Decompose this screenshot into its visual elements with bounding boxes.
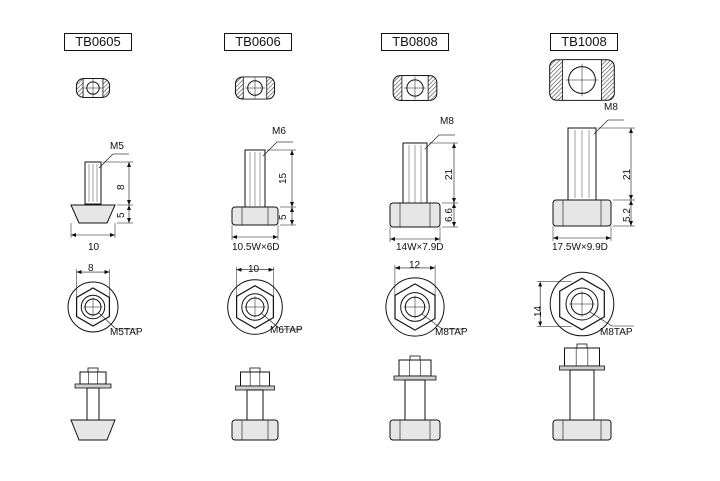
nut-dim-tb1008: 14 xyxy=(533,305,544,317)
arrow-w-l-p4 xyxy=(553,236,558,240)
assy-washer-p1 xyxy=(74,383,112,389)
thread-label-tb1008: M8 xyxy=(604,102,618,113)
arrow-w-r-p2 xyxy=(273,235,278,239)
bolt-head-p1 xyxy=(70,204,116,224)
arrow-n-l-p3 xyxy=(394,265,400,270)
assy-shaft-p2 xyxy=(246,389,264,421)
arrow-n-r-p2 xyxy=(268,267,274,272)
assy-head-p2 xyxy=(231,419,279,441)
thread-leader-p4 xyxy=(593,119,609,135)
nut-dim-tb0606: 10 xyxy=(248,264,260,275)
arrow-len-bot-p1 xyxy=(127,200,131,205)
tap-leader-p2 xyxy=(261,313,281,330)
arrow-head-bot-p4 xyxy=(629,221,633,226)
bolt-head-p4 xyxy=(552,199,612,227)
arrow-len-bot-p2 xyxy=(290,202,294,207)
arrow-head-top-p1 xyxy=(127,205,131,210)
model-label-tb0605: TB0605 xyxy=(64,33,132,51)
nut-dim-tb0605: 8 xyxy=(88,263,94,274)
width-dim-tb0605: 10 xyxy=(88,242,100,253)
arrow-n-b-p4 xyxy=(538,321,543,327)
arrow-head-bot-p3 xyxy=(452,222,456,227)
arrow-w-l-p2 xyxy=(232,235,237,239)
head-dim-tb0808: 6.6 xyxy=(444,208,455,222)
assy-nut-p4 xyxy=(564,347,600,367)
arrow-head-top-p2 xyxy=(290,207,294,212)
thread-label-tb0606: M6 xyxy=(272,126,286,137)
thread-label-tb0808: M8 xyxy=(440,116,454,127)
arrow-len-top-p2 xyxy=(290,150,294,155)
arrow-n-r-p3 xyxy=(430,265,436,270)
bolt-head-p2 xyxy=(231,206,279,226)
assy-head-p1 xyxy=(70,419,116,441)
assy-shaft-p4 xyxy=(569,369,595,421)
width-dim-tb1008: 17.5W×9.9D xyxy=(552,242,608,253)
arrow-len-bot-p4 xyxy=(629,195,633,200)
arrow-len-top-p3 xyxy=(452,143,456,148)
arrow-n-t-p4 xyxy=(538,281,543,287)
model-label-tb0606: TB0606 xyxy=(224,33,292,51)
width-dim-tb0606: 10.5W×6D xyxy=(232,242,280,253)
arrow-n-l-p2 xyxy=(236,267,242,272)
width-dim-tb0808: 14W×7.9D xyxy=(396,242,444,253)
tap-label-tb0605: M5TAP xyxy=(110,327,143,338)
tap-label-tb1008: M8TAP xyxy=(600,327,633,338)
head-dim-tb1008: 5.2 xyxy=(622,208,633,222)
arrow-len-top-p4 xyxy=(629,128,633,133)
arrow-n-r-p1 xyxy=(104,270,110,275)
assy-washer-p2 xyxy=(235,385,275,391)
length-dim-tb1008: 21 xyxy=(622,168,633,180)
assy-shaft-p1 xyxy=(86,387,100,421)
arrow-w-l-p1 xyxy=(71,233,76,237)
arrow-w-r-p4 xyxy=(606,236,611,240)
tap-label-tb0606: M6TAP xyxy=(270,325,303,336)
thread-leader-p1 xyxy=(98,153,114,169)
length-dim-tb0808: 21 xyxy=(444,168,455,180)
arrow-head-top-p3 xyxy=(452,203,456,208)
bolt-head-p3 xyxy=(389,202,441,228)
tap-leader-p4 xyxy=(589,311,612,327)
model-label-tb0808: TB0808 xyxy=(381,33,449,51)
tap-label-tb0808: M8TAP xyxy=(435,327,468,338)
arrow-head-bot-p1 xyxy=(127,218,131,223)
arrow-w-l-p3 xyxy=(390,237,395,241)
assy-washer-p3 xyxy=(393,375,437,381)
arrow-head-bot-p2 xyxy=(290,220,294,225)
model-label-tb1008: TB1008 xyxy=(550,33,618,51)
head-dim-tb0606: 5 xyxy=(278,214,289,220)
thread-leader-p2 xyxy=(262,141,278,157)
length-dim-tb0606: 15 xyxy=(278,172,289,184)
head-dim-tb0605: 5 xyxy=(116,212,127,218)
thread-leader-p3 xyxy=(424,134,440,150)
assy-shaft-p3 xyxy=(404,379,426,421)
assy-nut-p1 xyxy=(79,371,107,385)
assy-head-p3 xyxy=(389,419,441,441)
arrow-head-top-p4 xyxy=(629,200,633,205)
arrow-len-top-p1 xyxy=(127,162,131,167)
assy-head-p4 xyxy=(552,419,612,441)
assy-nut-p2 xyxy=(240,371,270,387)
tap-leader-p1 xyxy=(98,312,117,330)
assy-washer-p4 xyxy=(559,365,605,371)
arrow-w-r-p1 xyxy=(110,233,115,237)
arrow-w-r-p3 xyxy=(435,237,440,241)
length-dim-tb0605: 8 xyxy=(116,184,127,190)
thread-label-tb0605: M5 xyxy=(110,141,124,152)
tap-leader-p3 xyxy=(421,313,443,330)
arrow-len-bot-p3 xyxy=(452,198,456,203)
nut-dim-tb0808: 12 xyxy=(409,260,421,271)
assy-nut-p3 xyxy=(398,359,432,377)
arrow-n-l-p1 xyxy=(76,270,82,275)
